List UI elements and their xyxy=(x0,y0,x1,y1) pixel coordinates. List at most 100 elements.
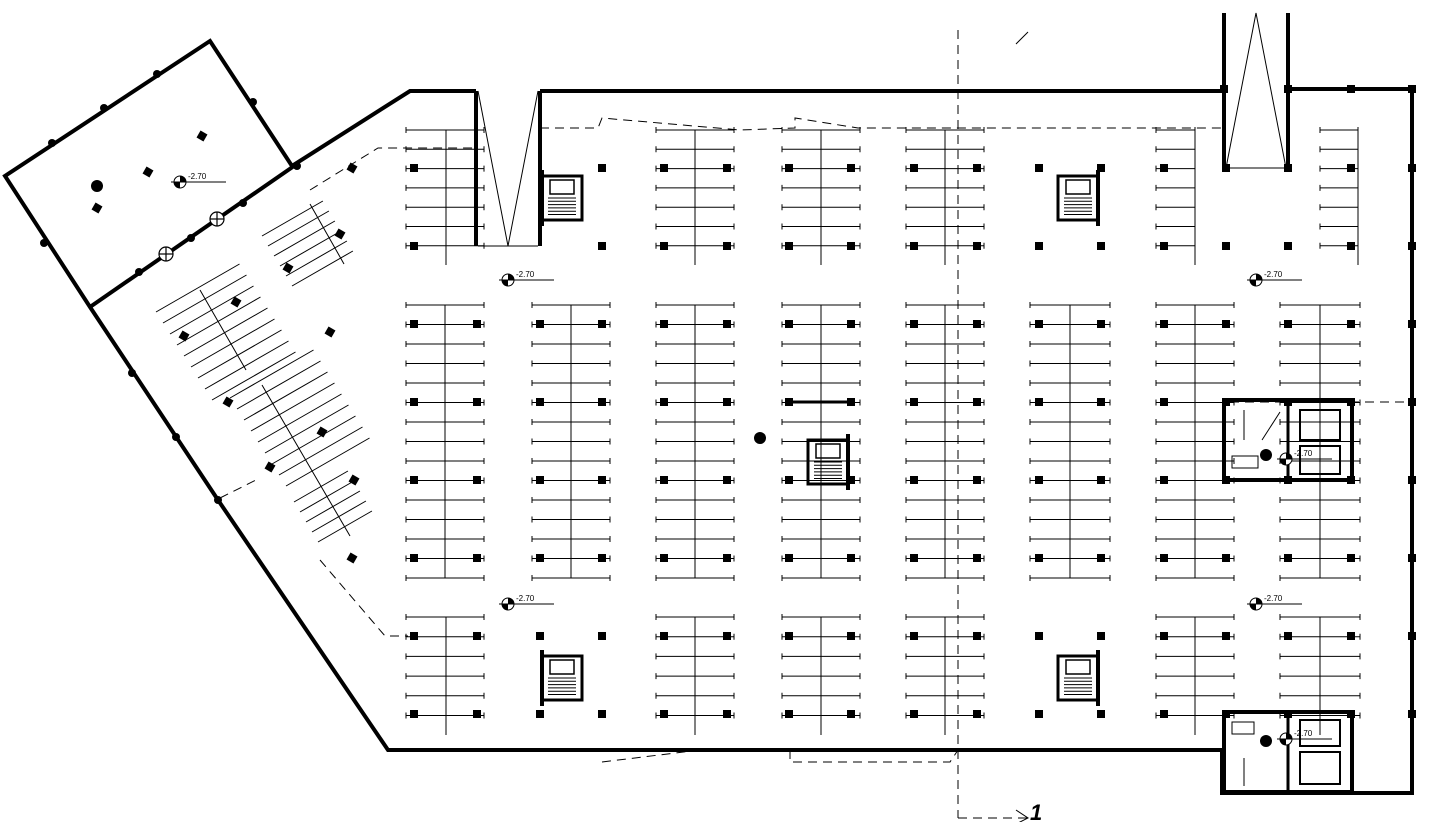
column xyxy=(1284,242,1292,250)
column xyxy=(1097,710,1105,718)
column xyxy=(1160,164,1168,172)
column xyxy=(473,632,481,640)
column xyxy=(973,398,981,406)
column xyxy=(785,632,793,640)
angled-stall-line xyxy=(273,220,336,257)
column xyxy=(536,554,544,562)
column xyxy=(598,632,606,640)
column xyxy=(1284,554,1292,562)
column xyxy=(723,242,731,250)
angled-stall-line xyxy=(278,426,363,476)
column xyxy=(230,296,242,308)
column xyxy=(1222,632,1230,640)
level-symbol-fill xyxy=(1286,453,1292,459)
stair-landing xyxy=(1065,179,1091,195)
column xyxy=(598,164,606,172)
angled-stall-line xyxy=(285,437,370,487)
column xyxy=(785,242,793,250)
parking-stalls xyxy=(405,127,1361,735)
column xyxy=(910,398,918,406)
column xyxy=(1222,242,1230,250)
level-marker: -2.70 xyxy=(499,594,554,611)
level-label: -2.70 xyxy=(188,172,207,181)
column xyxy=(178,330,190,342)
column xyxy=(660,242,668,250)
column xyxy=(1408,242,1416,250)
level-label: -2.70 xyxy=(1294,729,1313,738)
wall-column xyxy=(172,433,180,441)
wall-column xyxy=(128,369,136,377)
column xyxy=(410,632,418,640)
ramp-top-right xyxy=(1225,12,1287,169)
level-marker: -2.70 xyxy=(1247,270,1302,287)
round-columns xyxy=(91,180,1272,747)
column xyxy=(348,474,360,486)
stair-landing xyxy=(1065,659,1091,675)
level-marker: -2.70 xyxy=(499,270,554,287)
angled-stall-line xyxy=(267,210,330,247)
stair-cores xyxy=(540,170,1100,706)
column xyxy=(473,320,481,328)
column xyxy=(660,710,668,718)
stair-core xyxy=(806,434,850,490)
column xyxy=(1220,85,1228,93)
stair-landing xyxy=(549,179,575,195)
stair-landing xyxy=(549,659,575,675)
column xyxy=(1408,398,1416,406)
column xyxy=(973,242,981,250)
level-symbol-fill xyxy=(1280,739,1286,745)
angled-stall-line xyxy=(183,307,268,357)
wall-column xyxy=(214,496,222,504)
column xyxy=(1097,164,1105,172)
level-label: -2.70 xyxy=(1264,594,1283,603)
column xyxy=(1035,164,1043,172)
angled-stall-line xyxy=(261,200,324,237)
angled-stall-line xyxy=(243,371,328,421)
column xyxy=(1160,554,1168,562)
angled-stall-line xyxy=(279,230,342,267)
column xyxy=(660,320,668,328)
column xyxy=(334,228,346,240)
angled-stall-line xyxy=(236,360,321,410)
column xyxy=(723,554,731,562)
column xyxy=(660,632,668,640)
column xyxy=(598,398,606,406)
column xyxy=(723,476,731,484)
column xyxy=(1160,398,1168,406)
column xyxy=(142,166,154,178)
level-label: -2.70 xyxy=(1294,449,1313,458)
angled-stall-line xyxy=(229,349,314,399)
angled-stall-line xyxy=(211,351,296,401)
angled-stall-line xyxy=(264,404,349,454)
stair-core xyxy=(1056,650,1100,706)
column xyxy=(598,710,606,718)
column xyxy=(785,710,793,718)
level-symbol-fill xyxy=(1280,459,1286,465)
column xyxy=(91,202,103,214)
column xyxy=(910,320,918,328)
column xyxy=(196,130,208,142)
angled-stall-line xyxy=(197,329,282,379)
column xyxy=(536,320,544,328)
column xyxy=(785,476,793,484)
service-room-upper xyxy=(1222,398,1354,482)
angled-divider xyxy=(199,289,247,371)
structural-columns xyxy=(40,70,1416,718)
column xyxy=(1408,164,1416,172)
angled-stall-line xyxy=(271,415,356,465)
wall-column xyxy=(293,162,301,170)
column xyxy=(536,632,544,640)
column xyxy=(1035,398,1043,406)
wall-column xyxy=(187,234,195,242)
column xyxy=(598,320,606,328)
level-symbol-fill xyxy=(502,280,508,286)
service-room-lower xyxy=(1222,710,1354,794)
ramp-top-left xyxy=(477,90,539,247)
column xyxy=(410,320,418,328)
column xyxy=(1408,632,1416,640)
drain-symbols xyxy=(158,211,225,262)
column xyxy=(346,552,358,564)
level-symbol-fill xyxy=(502,604,508,610)
column xyxy=(410,242,418,250)
